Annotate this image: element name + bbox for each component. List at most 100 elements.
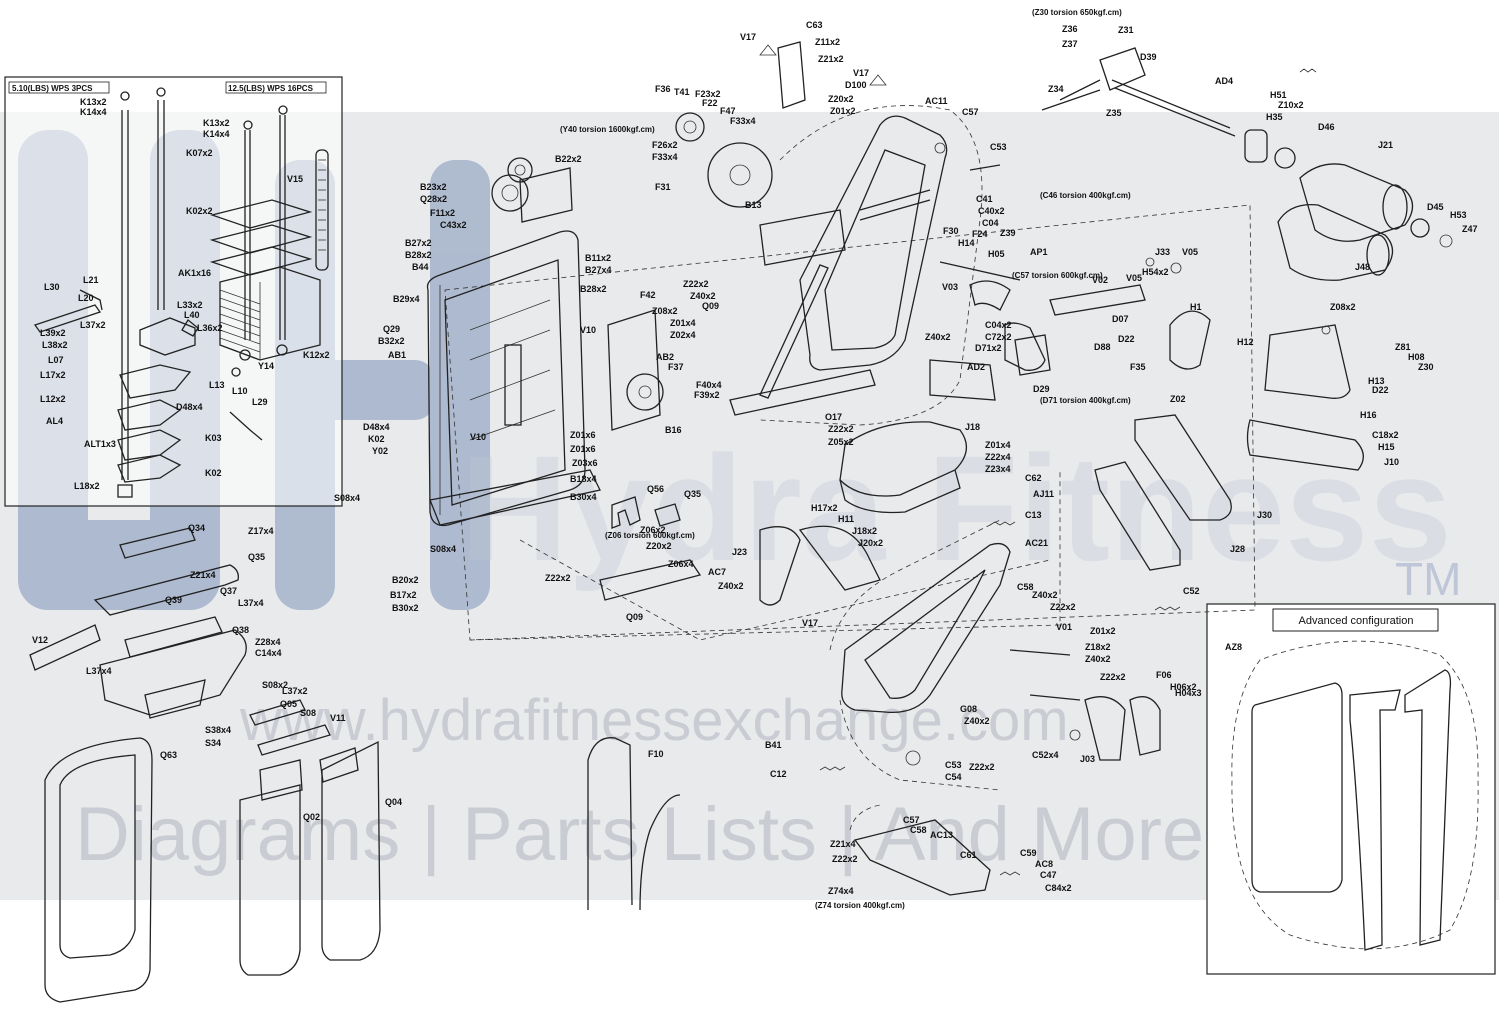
part-label: Z81 xyxy=(1395,342,1411,352)
part-label: Z22x2 xyxy=(832,854,858,864)
part-label: V05 xyxy=(1126,273,1142,283)
watermark-trademark: TM xyxy=(1395,553,1461,605)
part-label: B13 xyxy=(745,200,762,210)
part-label: AC7 xyxy=(708,567,726,577)
part-label: Z01x6 xyxy=(570,430,596,440)
part-label: L07 xyxy=(48,355,64,365)
part-label: Z20x2 xyxy=(828,94,854,104)
part-label: C04 xyxy=(982,218,999,228)
part-label: C57 xyxy=(962,107,979,117)
part-label: Q56 xyxy=(647,484,664,494)
part-label: B18x4 xyxy=(570,474,597,484)
part-label: L37x4 xyxy=(238,598,264,608)
part-label: L40 xyxy=(184,310,200,320)
right-part-labels: V03C04x2C72x2D71x2Z40x2AD2D29V02J33V05D0… xyxy=(765,247,1434,896)
part-label: L37x2 xyxy=(80,320,106,330)
part-label: Q35 xyxy=(248,552,265,562)
part-label: AC8 xyxy=(1035,859,1053,869)
part-label: AB2 xyxy=(656,352,674,362)
part-label: Z22x2 xyxy=(683,279,709,289)
part-label: Q05 xyxy=(280,699,297,709)
annotation-c46: (C46 torsion 400kgf.cm) xyxy=(1040,191,1131,200)
part-label: Z28x4 xyxy=(255,637,281,647)
part-label: F33x4 xyxy=(730,116,756,126)
part-label: C58 xyxy=(910,825,927,835)
part-label: F11x2 xyxy=(430,208,455,218)
part-label: Q37 xyxy=(220,586,237,596)
part-label: Z34 xyxy=(1048,84,1064,94)
part-label: Z20x2 xyxy=(646,541,672,551)
part-label: J48 xyxy=(1355,262,1370,272)
part-label: Z01x2 xyxy=(830,106,856,116)
part-label: Z01x4 xyxy=(670,318,696,328)
part-label: F33x4 xyxy=(652,152,678,162)
part-label: AC13 xyxy=(930,830,953,840)
part-label: S34 xyxy=(205,738,221,748)
part-label: H05 xyxy=(988,249,1005,259)
part-label: K14x4 xyxy=(203,129,230,139)
part-label: D48x4 xyxy=(176,402,203,412)
part-label: V12 xyxy=(32,635,48,645)
inset-header-left: 5.10(LBS) WPS 3PCS xyxy=(12,84,93,93)
part-label: Z06x4 xyxy=(668,559,694,569)
part-label: V03 xyxy=(942,282,958,292)
part-label: V17 xyxy=(853,68,869,78)
part-label: C18x2 xyxy=(1372,430,1399,440)
part-label: L17x2 xyxy=(40,370,66,380)
part-label: D45 xyxy=(1427,202,1444,212)
part-label: F30 xyxy=(943,226,959,236)
part-label: Q63 xyxy=(160,750,177,760)
part-label: L20 xyxy=(78,293,94,303)
part-label: AC21 xyxy=(1025,538,1048,548)
part-label: Z31 xyxy=(1118,25,1134,35)
shroud-assembly xyxy=(29,527,681,1003)
annotation-d71: (D71 torsion 400kgf.cm) xyxy=(1040,396,1131,405)
part-label: F39x2 xyxy=(694,390,720,400)
part-label: K07x2 xyxy=(186,148,213,158)
part-label: B23x2 xyxy=(420,182,447,192)
part-label: Z21x4 xyxy=(830,839,856,849)
part-label: H04x3 xyxy=(1175,688,1202,698)
part-label: Z22x4 xyxy=(985,452,1011,462)
part-label: F31 xyxy=(655,182,671,192)
advanced-configuration-title: Advanced configuration xyxy=(1299,615,1414,627)
part-label: Z08x2 xyxy=(652,306,678,316)
part-label: F26x2 xyxy=(652,140,678,150)
part-label: B20x2 xyxy=(392,575,419,585)
part-label: B41 xyxy=(765,740,782,750)
part-label: Z37 xyxy=(1062,39,1078,49)
part-label: J23 xyxy=(732,547,747,557)
part-label: C62 xyxy=(1025,473,1042,483)
part-label: L39x2 xyxy=(40,328,66,338)
part-label: J03 xyxy=(1080,754,1095,764)
part-label: Z40x2 xyxy=(718,581,744,591)
part-label: F37 xyxy=(668,362,684,372)
part-label: H1 xyxy=(1190,302,1202,312)
part-label: C72x2 xyxy=(985,332,1012,342)
part-label: F06 xyxy=(1156,670,1172,680)
part-label: Z22x2 xyxy=(1050,602,1076,612)
part-label: C41 xyxy=(976,194,993,204)
part-label: L29 xyxy=(252,397,268,407)
part-label: H06x2 xyxy=(1170,682,1197,692)
part-label: B32x2 xyxy=(378,336,405,346)
part-label: D100 xyxy=(845,80,867,90)
part-label: C63 xyxy=(806,20,823,30)
part-label: Z22x2 xyxy=(1100,672,1126,682)
part-label: B30x2 xyxy=(392,603,419,613)
part-label: B30x4 xyxy=(570,492,597,502)
part-label: L37x2 xyxy=(282,686,308,696)
part-label: Q35 xyxy=(684,489,701,499)
part-label: AC11 xyxy=(925,96,948,106)
part-label: Z23x4 xyxy=(985,464,1011,474)
watermark-tagline: Diagrams | Parts Lists | And More xyxy=(75,792,1204,877)
part-label: L38x2 xyxy=(42,340,68,350)
part-label: K02 xyxy=(368,434,385,444)
part-label: Z11x2 xyxy=(815,37,840,47)
part-label: V02 xyxy=(1092,275,1108,285)
part-label: C53 xyxy=(945,760,962,770)
part-label: J20x2 xyxy=(858,538,883,548)
part-label: B16 xyxy=(665,425,682,435)
part-label: L33x2 xyxy=(177,300,203,310)
